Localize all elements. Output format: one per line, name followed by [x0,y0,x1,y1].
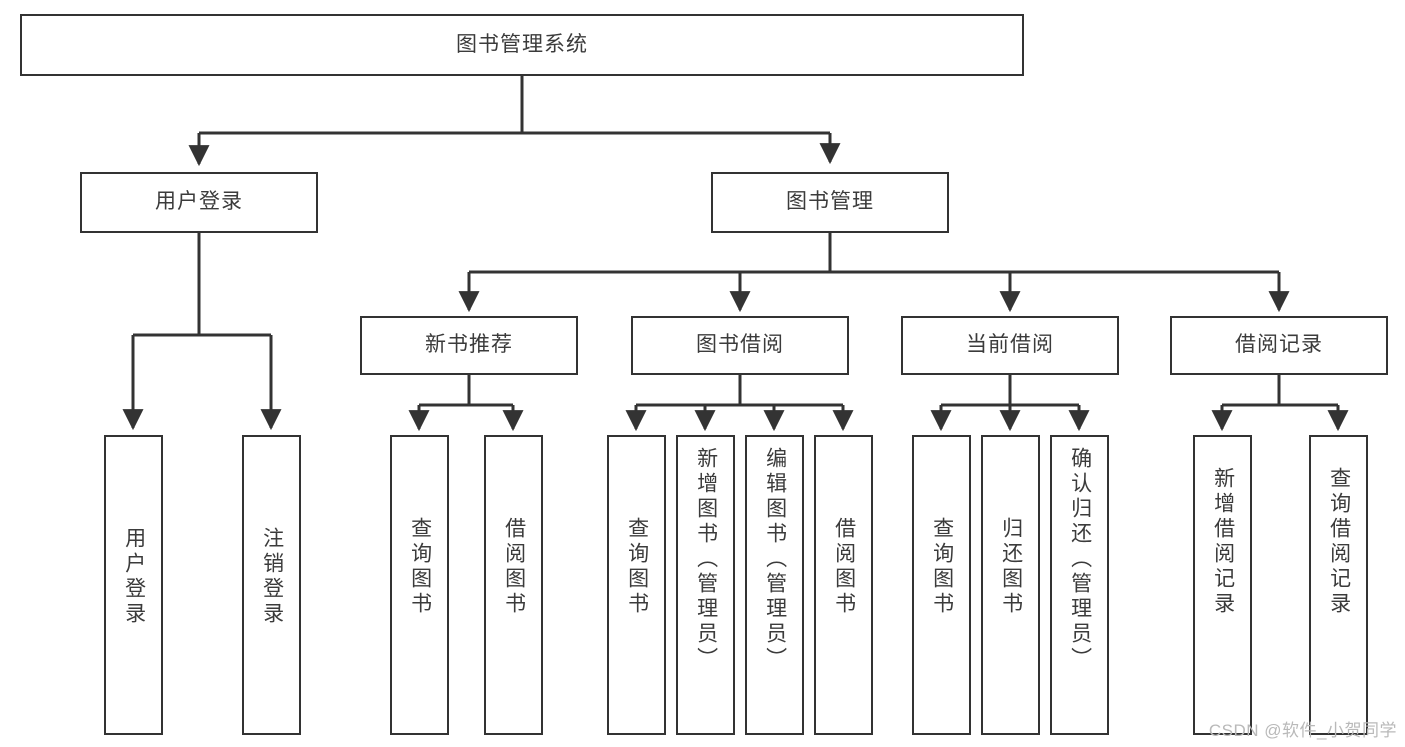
node-leaf-add-record-label: 新增借阅记录 [1211,467,1235,617]
node-leaf-query-record-label: 查询借阅记录 [1327,467,1351,617]
node-leaf-query-book-2-label: 查询图书 [625,517,649,617]
node-user-login[interactable]: 用户登录 [80,172,318,233]
node-current-borrow-label: 当前借阅 [966,333,1054,357]
node-leaf-logout-label: 注销登录 [260,527,284,627]
node-leaf-borrow-book-2[interactable]: 借阅图书 [814,435,873,735]
csdn-watermark: CSDN @软件_小贺同学 [1208,721,1397,740]
node-leaf-query-book-1-label: 查询图书 [408,517,432,617]
node-borrow-record[interactable]: 借阅记录 [1170,316,1388,375]
node-leaf-query-book-3-label: 查询图书 [930,517,954,617]
node-current-borrow[interactable]: 当前借阅 [901,316,1119,375]
node-leaf-add-record[interactable]: 新增借阅记录 [1193,435,1252,735]
node-root[interactable]: 图书管理系统 [20,14,1024,76]
node-leaf-user-login[interactable]: 用户登录 [104,435,163,735]
node-leaf-query-book-2[interactable]: 查询图书 [607,435,666,735]
node-leaf-query-record[interactable]: 查询借阅记录 [1309,435,1368,735]
node-leaf-borrow-book-1-label: 借阅图书 [502,517,526,617]
node-root-label: 图书管理系统 [456,32,588,56]
node-leaf-borrow-book-1[interactable]: 借阅图书 [484,435,543,735]
node-book-manage[interactable]: 图书管理 [711,172,949,233]
node-leaf-confirm-return[interactable]: 确认归还（管理员） [1050,435,1109,735]
node-leaf-logout[interactable]: 注销登录 [242,435,301,735]
node-leaf-user-login-label: 用户登录 [122,527,146,627]
node-leaf-edit-book[interactable]: 编辑图书（管理员） [745,435,804,735]
node-leaf-confirm-return-label: 确认归还（管理员） [1068,447,1092,672]
node-leaf-add-book-label: 新增图书（管理员） [694,447,718,672]
node-leaf-borrow-book-2-label: 借阅图书 [832,517,856,617]
node-new-book-rec-label: 新书推荐 [425,333,513,357]
node-leaf-add-book[interactable]: 新增图书（管理员） [676,435,735,735]
node-leaf-edit-book-label: 编辑图书（管理员） [763,447,787,672]
node-borrow-record-label: 借阅记录 [1235,333,1323,357]
node-book-borrow-label: 图书借阅 [696,333,784,357]
node-leaf-query-book-3[interactable]: 查询图书 [912,435,971,735]
node-new-book-rec[interactable]: 新书推荐 [360,316,578,375]
node-user-login-label: 用户登录 [155,190,243,214]
node-leaf-return-book[interactable]: 归还图书 [981,435,1040,735]
node-book-borrow[interactable]: 图书借阅 [631,316,849,375]
node-leaf-query-book-1[interactable]: 查询图书 [390,435,449,735]
node-leaf-return-book-label: 归还图书 [999,517,1023,617]
node-book-manage-label: 图书管理 [786,190,874,214]
